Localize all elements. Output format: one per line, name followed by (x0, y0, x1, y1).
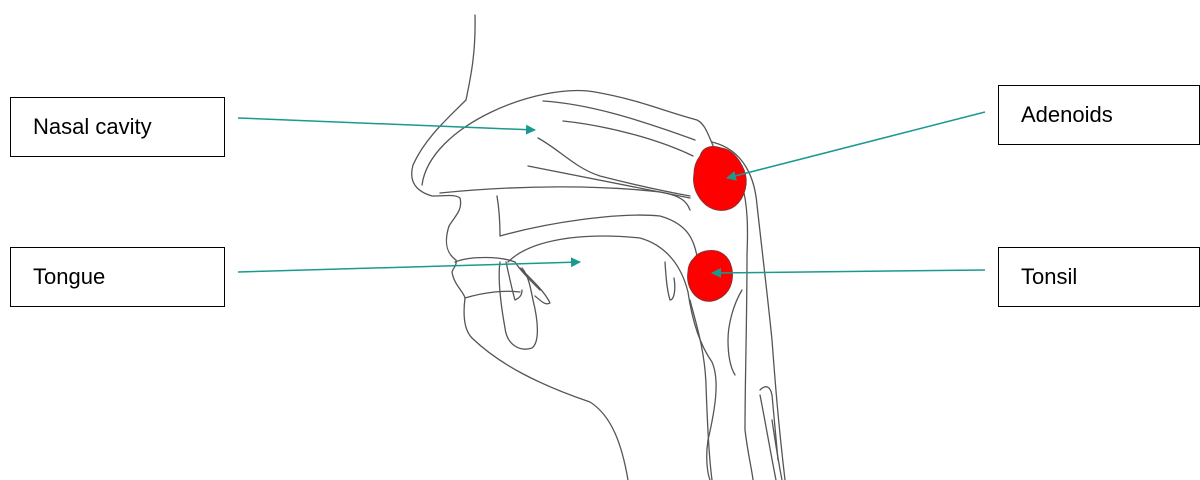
mandible (499, 262, 537, 349)
label-tongue: Tongue (10, 247, 225, 307)
lower-lip (465, 291, 520, 298)
tonsil-tissue (688, 251, 733, 302)
arrow-adenoids (727, 112, 985, 178)
throat-small (760, 387, 778, 460)
label-nasal-cavity-text: Nasal cavity (33, 114, 152, 140)
label-adenoids: Adenoids (998, 85, 1200, 145)
epiglottis (728, 290, 742, 375)
label-tongue-text: Tongue (33, 264, 105, 290)
face-profile (412, 15, 628, 480)
lower-tooth (520, 268, 550, 304)
nasal-cavity-outline (422, 91, 714, 185)
label-adenoids-text: Adenoids (1021, 102, 1113, 128)
tongue-outline (508, 236, 716, 480)
throat-passage (742, 185, 753, 480)
label-tonsil: Tonsil (998, 247, 1200, 307)
uvula (665, 262, 675, 300)
arrow-tongue (238, 262, 580, 272)
label-nasal-cavity: Nasal cavity (10, 97, 225, 157)
palate (497, 196, 698, 262)
neck-front (690, 300, 712, 480)
head-outline (412, 15, 785, 480)
label-tonsil-text: Tonsil (1021, 264, 1077, 290)
nasal-turbinate (543, 101, 695, 140)
upper-lip (455, 258, 540, 291)
arrow-tonsil (712, 270, 985, 273)
pointer-arrows (238, 112, 985, 273)
nasal-turbinate (563, 121, 693, 156)
arrow-nasal-cavity (238, 118, 535, 130)
